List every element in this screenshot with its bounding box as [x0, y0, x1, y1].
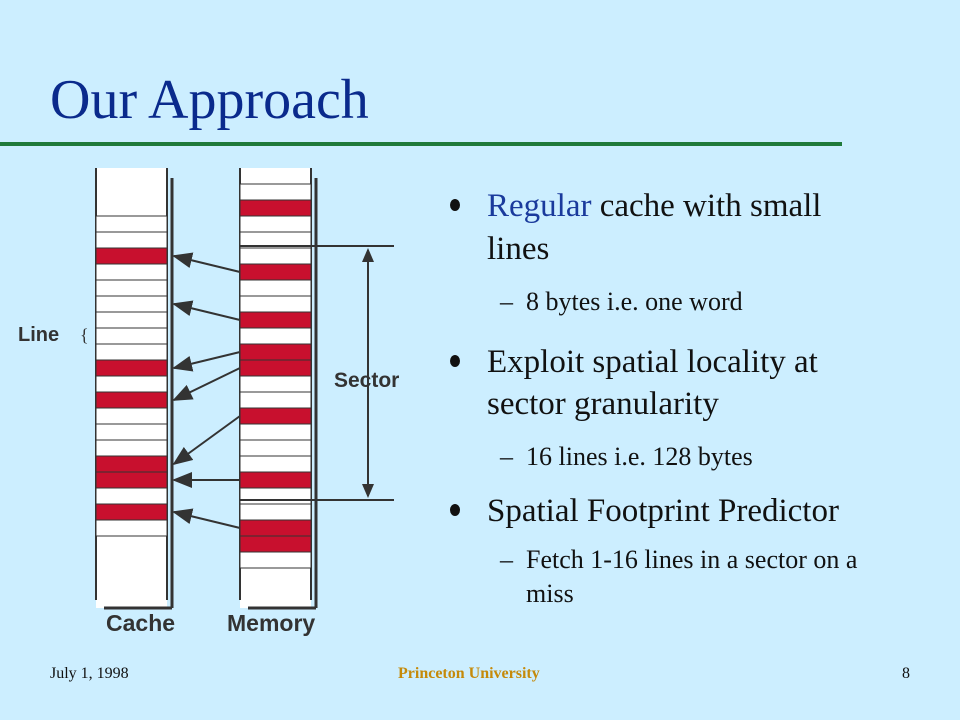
memory-line: [239, 295, 312, 313]
memory-line: [239, 551, 312, 569]
memory-line: [239, 215, 312, 233]
cache-line: [95, 407, 168, 425]
line-brace: {: [80, 325, 89, 345]
fill-arrow: [172, 367, 241, 401]
sub-bullet-item: – Fetch 1-16 lines in a sector on a miss: [450, 543, 890, 611]
memory-line: [239, 503, 312, 521]
fill-arrow: [172, 415, 241, 466]
sub-bullet-item: – 16 lines i.e. 128 bytes: [450, 440, 890, 474]
cache-line: [95, 487, 168, 505]
footer-date: July 1, 1998: [50, 665, 129, 682]
bullet-text: cache with small lines: [487, 188, 822, 267]
memory-line: [239, 535, 312, 553]
sub-bullet-text: Fetch 1-16 lines in a sector on a miss: [526, 545, 858, 608]
memory-line: [239, 343, 312, 361]
cache-line: [95, 503, 168, 521]
dash-icon: –: [500, 545, 513, 575]
memory-line: [239, 439, 312, 457]
dash-icon: –: [500, 286, 513, 316]
memory-line: [239, 311, 312, 329]
memory-column: [239, 168, 318, 610]
memory-line: [239, 359, 312, 377]
cache-line: [95, 455, 168, 473]
fill-arrow: [172, 508, 241, 529]
sector-label: Sector: [334, 369, 400, 392]
bullet-list: Regular cache with small lines – 8 bytes…: [450, 185, 890, 611]
fill-arrow: [172, 351, 241, 372]
memory-line: [239, 263, 312, 281]
footer-organization: Princeton University: [398, 665, 540, 682]
bullet-dot-icon: [450, 504, 460, 517]
cache-line: [95, 439, 168, 457]
cache-line: [95, 295, 168, 313]
sub-bullet-text: 8 bytes i.e. one word: [526, 286, 743, 316]
cache-line: [95, 263, 168, 281]
cache-line: [95, 311, 168, 329]
cache-line: [95, 423, 168, 441]
cache-line: [95, 391, 168, 409]
bullet-item: Spatial Footprint Predictor: [450, 490, 890, 533]
memory-line: [239, 183, 312, 201]
memory-line: [239, 407, 312, 425]
sub-bullet-item: – 8 bytes i.e. one word: [450, 285, 890, 319]
footer-page-number: 8: [902, 665, 910, 682]
cache-line: [95, 279, 168, 297]
cache-line: [95, 231, 168, 249]
cache-line: [95, 471, 168, 489]
slide-title: Our Approach: [50, 69, 369, 131]
memory-line: [239, 519, 312, 537]
bullet-item: Regular cache with small lines: [450, 185, 890, 271]
memory-label: Memory: [227, 610, 316, 636]
cache-line: [95, 247, 168, 265]
memory-line: [239, 455, 312, 473]
bullet-dot-icon: [450, 199, 460, 211]
bullet-text: Exploit spatial locality at sector granu…: [487, 343, 818, 423]
line-label: Line: [18, 324, 60, 346]
cache-label: Cache: [106, 610, 176, 636]
bullet-text: Spatial Footprint Predictor: [487, 493, 839, 530]
cache-line: [95, 519, 168, 537]
title-underline: [0, 142, 842, 146]
sector-bracket: [240, 245, 394, 501]
cache-column: [95, 168, 174, 610]
memory-line: [239, 471, 312, 489]
sub-bullet-text: 16 lines i.e. 128 bytes: [526, 442, 753, 472]
cache-line: [95, 215, 168, 233]
fill-arrow: [172, 300, 241, 321]
memory-line: [239, 423, 312, 441]
memory-line: [239, 327, 312, 345]
memory-line: [239, 247, 312, 265]
cache-line: [95, 343, 168, 361]
bullet-item: Exploit spatial locality at sector granu…: [450, 341, 890, 427]
dash-icon: –: [500, 442, 513, 472]
fill-arrow: [172, 252, 241, 273]
memory-line: [239, 487, 312, 505]
cache-line: [95, 327, 168, 345]
memory-line: [239, 199, 312, 217]
memory-line: [239, 391, 312, 409]
cache-line: [95, 375, 168, 393]
bullet-highlight: Regular: [487, 188, 592, 224]
memory-line: [239, 375, 312, 393]
cache-line: [95, 359, 168, 377]
bullet-dot-icon: [450, 354, 460, 367]
memory-line: [239, 279, 312, 297]
